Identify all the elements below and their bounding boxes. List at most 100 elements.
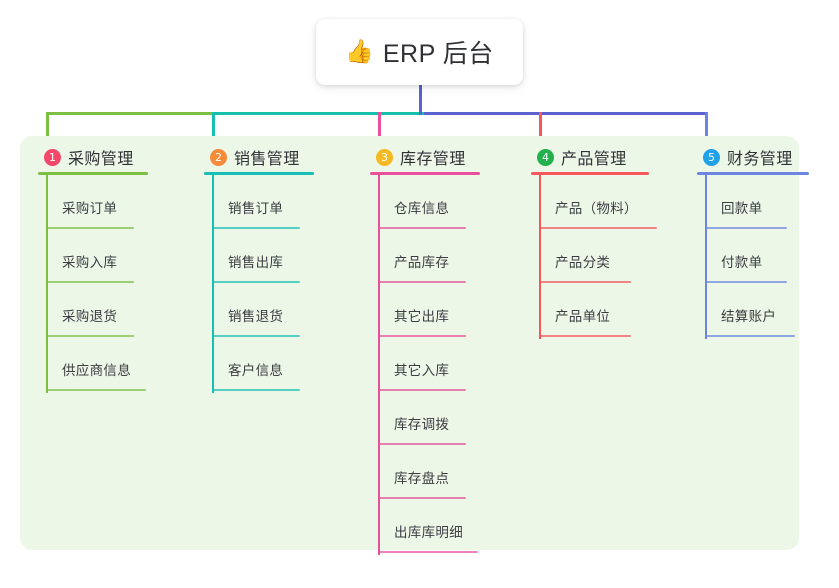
branch-header-rule — [531, 172, 649, 175]
branch-item-rule — [539, 281, 631, 283]
branch-item-rule — [378, 227, 466, 229]
branch-item-label: 销售退货 — [228, 309, 284, 324]
branch-item[interactable]: 回款单 — [697, 175, 837, 229]
branch-item-label: 产品分类 — [555, 255, 611, 270]
branch-item-rule — [46, 335, 134, 337]
connector-drop-5 — [705, 112, 708, 146]
branch-number-badge: 4 — [537, 148, 554, 166]
branch-item[interactable]: 结算账户 — [697, 283, 837, 337]
branch-item-label: 库存调拨 — [394, 417, 450, 432]
connector-bus-segment-2 — [212, 112, 424, 115]
branch-item-rule — [378, 551, 478, 553]
branch-item-label: 采购入库 — [62, 255, 118, 270]
connector-root-stem — [419, 85, 422, 115]
branch-header-rule — [370, 172, 480, 175]
branch-item-label: 产品库存 — [394, 255, 450, 270]
branch-title: 财务管理 — [727, 151, 793, 168]
branch-column-5: 5 财务管理回款单付款单结算账户 — [697, 142, 837, 339]
branch-item[interactable]: 其它出库 — [370, 283, 520, 337]
branch-item-label: 销售订单 — [228, 201, 284, 216]
branch-item[interactable]: 销售订单 — [204, 175, 354, 229]
branch-item[interactable]: 仓库信息 — [370, 175, 520, 229]
branch-spine — [378, 175, 380, 555]
branch-item-list: 产品（物料） 产品分类产品单位 — [531, 175, 691, 337]
branch-spine — [212, 175, 214, 393]
branch-item-label: 库存盘点 — [394, 471, 450, 486]
branch-item-rule — [539, 227, 657, 229]
branch-item[interactable]: 库存调拨 — [370, 391, 520, 445]
branch-item[interactable]: 采购退货 — [38, 283, 188, 337]
branch-header-5[interactable]: 5 财务管理 — [697, 142, 837, 175]
branch-item-label: 付款单 — [721, 255, 763, 270]
branch-item[interactable]: 客户信息 — [204, 337, 354, 391]
branch-title: 库存管理 — [400, 151, 466, 168]
branch-item-rule — [705, 227, 787, 229]
branch-item[interactable]: 其它入库 — [370, 337, 520, 391]
branch-item[interactable]: 产品库存 — [370, 229, 520, 283]
branch-item-label: 采购退货 — [62, 309, 118, 324]
branch-item-rule — [705, 335, 795, 337]
branch-item[interactable]: 销售退货 — [204, 283, 354, 337]
branch-item-rule — [212, 227, 300, 229]
branch-item-label: 客户信息 — [228, 363, 284, 378]
branch-item[interactable]: 出库库明细 — [370, 499, 520, 553]
branch-item-rule — [212, 389, 300, 391]
branch-item-list: 回款单付款单结算账户 — [697, 175, 837, 337]
branch-header-rule — [697, 172, 809, 175]
branch-item-list: 销售订单销售出库销售退货客户信息 — [204, 175, 354, 391]
branch-header-rule — [204, 172, 314, 175]
branch-item-rule — [378, 281, 466, 283]
thumbs-up-icon: 👍 — [345, 37, 374, 64]
branches-panel — [20, 136, 799, 550]
branch-title: 采购管理 — [68, 151, 134, 168]
branch-item-label: 仓库信息 — [394, 201, 450, 216]
branch-item-rule — [539, 335, 631, 337]
branch-item-label: 回款单 — [721, 201, 763, 216]
branch-spine — [705, 175, 707, 339]
connector-drop-1 — [46, 112, 49, 146]
branch-item[interactable]: 采购订单 — [38, 175, 188, 229]
branch-number-badge: 2 — [210, 148, 227, 166]
branch-item-label: 结算账户 — [721, 309, 777, 324]
connector-drop-3 — [378, 112, 381, 146]
branch-column-2: 2 销售管理销售订单销售出库销售退货客户信息 — [204, 142, 354, 393]
branch-spine — [46, 175, 48, 393]
page-title: ERP 后台 — [382, 40, 494, 68]
branch-item-rule — [212, 281, 300, 283]
branch-item-rule — [378, 497, 466, 499]
branch-spine — [539, 175, 541, 339]
branch-header-2[interactable]: 2 销售管理 — [204, 142, 354, 175]
branch-item[interactable]: 产品单位 — [531, 283, 691, 337]
branch-item[interactable]: 库存盘点 — [370, 445, 520, 499]
branch-item-rule — [46, 389, 146, 391]
branch-item-rule — [46, 227, 134, 229]
connector-drop-2 — [212, 112, 215, 146]
branch-item[interactable]: 供应商信息 — [38, 337, 188, 391]
connector-bus-segment-3 — [424, 112, 708, 115]
root-node[interactable]: 👍 ERP 后台 — [316, 19, 523, 85]
branch-item-rule — [378, 443, 466, 445]
branch-item-list: 仓库信息产品库存其它出库其它入库库存调拨库存盘点出库库明细 — [370, 175, 520, 553]
branch-item-rule — [378, 335, 466, 337]
branch-item[interactable]: 产品（物料） — [531, 175, 691, 229]
branch-title: 销售管理 — [234, 151, 300, 168]
branch-number-badge: 5 — [703, 148, 720, 166]
branch-item[interactable]: 付款单 — [697, 229, 837, 283]
branch-item-label: 产品单位 — [555, 309, 611, 324]
connector-bus-segment-1 — [46, 112, 212, 115]
branch-item-rule — [705, 281, 787, 283]
branch-item-label: 产品（物料） — [555, 201, 638, 216]
branch-item-rule — [46, 281, 134, 283]
branch-item[interactable]: 销售出库 — [204, 229, 354, 283]
branch-item[interactable]: 采购入库 — [38, 229, 188, 283]
branch-item-label: 其它出库 — [394, 309, 450, 324]
branch-item-label: 采购订单 — [62, 201, 118, 216]
branch-item[interactable]: 产品分类 — [531, 229, 691, 283]
